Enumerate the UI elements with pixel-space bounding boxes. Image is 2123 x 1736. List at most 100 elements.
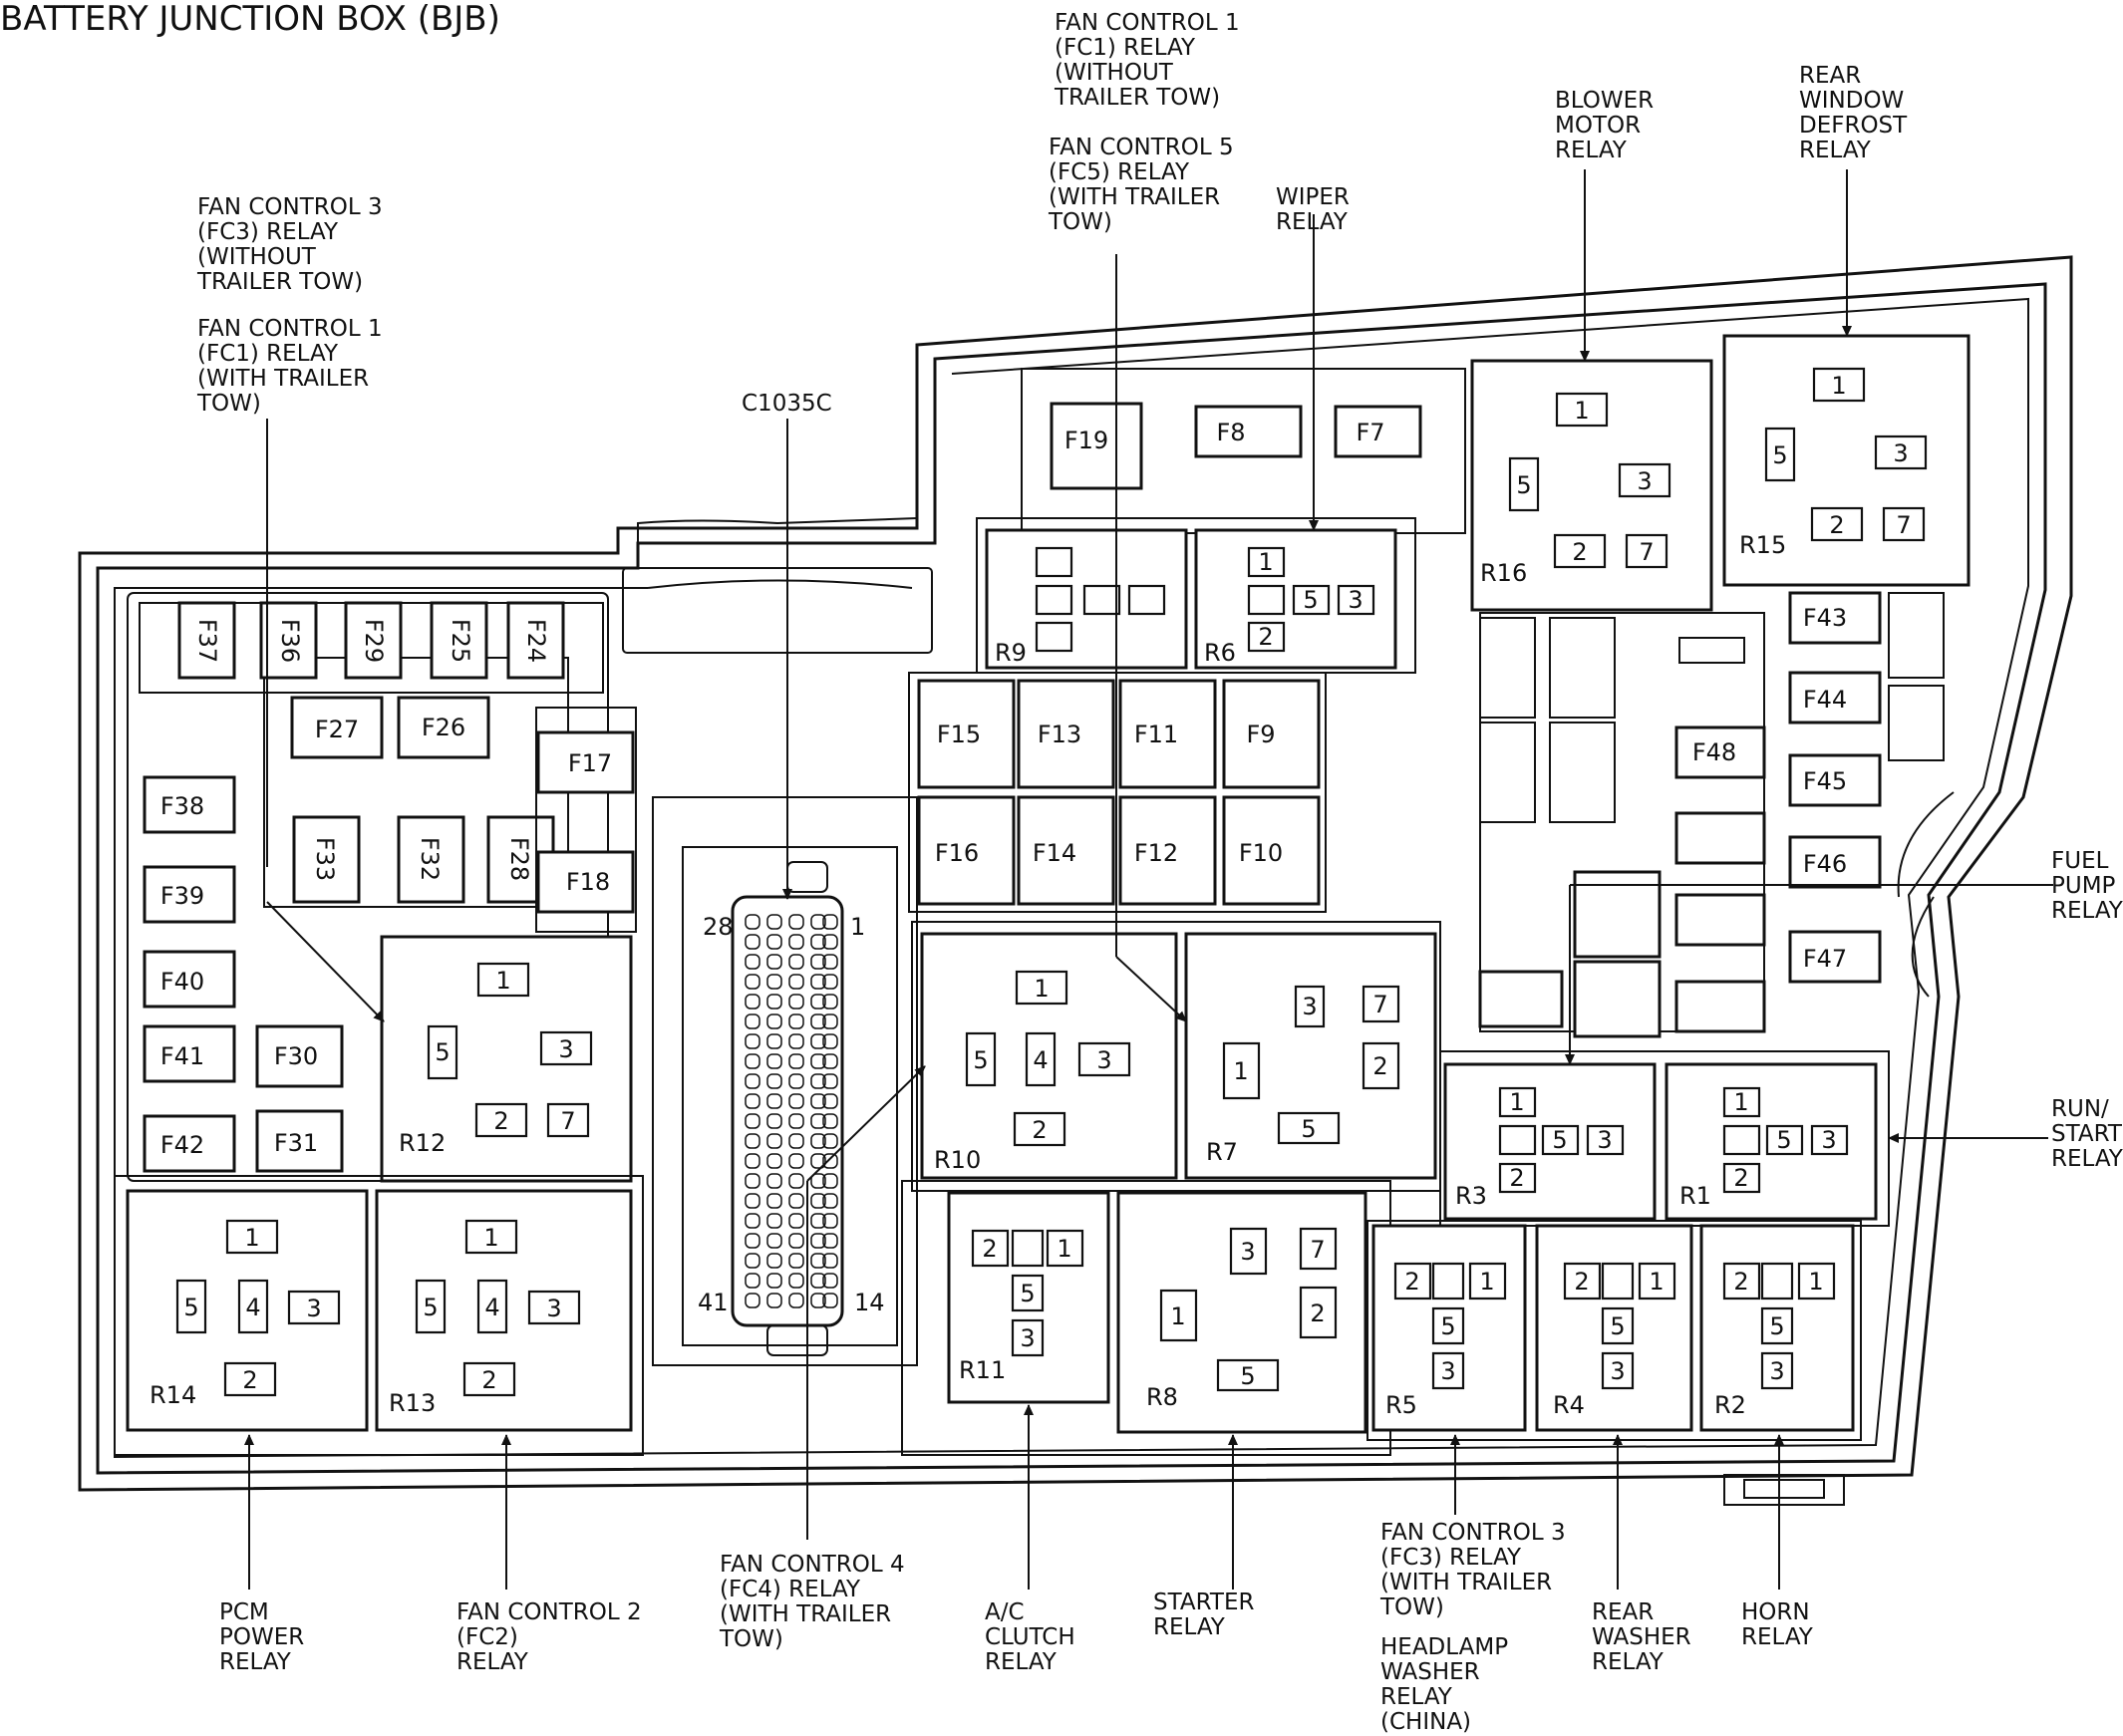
svg-text:RELAY: RELAY <box>1380 1684 1453 1710</box>
connector-pin-cavity <box>745 1173 760 1189</box>
svg-text:RELAY: RELAY <box>1555 138 1628 163</box>
svg-text:(WITHOUT: (WITHOUT <box>197 244 317 270</box>
connector-pin-cavity <box>788 1013 804 1029</box>
svg-text:RELAY: RELAY <box>1592 1649 1665 1675</box>
connector-pin-cavity <box>745 994 760 1010</box>
fuse-F24: F29 <box>344 601 403 680</box>
svg-text:F17: F17 <box>568 749 612 777</box>
fuse-F33: F39 <box>143 865 236 924</box>
svg-text:FUEL: FUEL <box>2051 848 2109 874</box>
connector-pin-cavity <box>766 1133 782 1149</box>
connector-pin-cavity <box>788 1133 804 1149</box>
fuse-F32: F38 <box>143 775 236 834</box>
fuse-F7: F7 <box>1334 405 1422 458</box>
svg-text:BLOWER: BLOWER <box>1555 88 1654 114</box>
svg-text:2: 2 <box>1404 1268 1419 1296</box>
svg-text:(WITH TRAILER: (WITH TRAILER <box>1380 1570 1552 1595</box>
svg-text:RELAY: RELAY <box>456 1649 529 1675</box>
fuse-F27: F33 <box>292 815 361 904</box>
svg-text:F36: F36 <box>276 619 304 663</box>
connector-pin-cavity <box>822 1053 838 1069</box>
svg-text:1: 1 <box>1479 1268 1494 1296</box>
center-fuse-grid: F15 F13 F11 F9 F16 F14 F12 F10 <box>908 672 1327 913</box>
svg-text:5: 5 <box>1516 471 1531 499</box>
svg-text:3: 3 <box>1440 1357 1455 1385</box>
connector-pin-cavity <box>810 1113 826 1129</box>
svg-text:1: 1 <box>1258 548 1273 576</box>
callout-ac-clutch-relay: A/C CLUTCH RELAY <box>985 1599 1075 1675</box>
fuse-F26: F32 <box>397 815 465 904</box>
svg-text:F42: F42 <box>160 1131 204 1159</box>
fuse-F13: F13 <box>1017 679 1115 789</box>
fuse-F47 <box>1573 960 1662 1038</box>
svg-text:41: 41 <box>698 1289 729 1316</box>
connector-pin-cavity <box>745 1013 760 1029</box>
svg-text:4: 4 <box>245 1294 260 1321</box>
callout-wiper-relay: WIPER RELAY <box>1276 184 1350 235</box>
svg-text:5: 5 <box>973 1046 988 1074</box>
svg-text:PCM: PCM <box>219 1599 269 1625</box>
fuse-F9: F9 <box>1222 679 1321 789</box>
svg-text:F12: F12 <box>1134 839 1178 867</box>
svg-text:7: 7 <box>1896 511 1911 539</box>
svg-text:F40: F40 <box>160 968 204 996</box>
connector-C1035C: 28 1 41 14 <box>652 796 918 1366</box>
svg-text:2: 2 <box>982 1235 997 1263</box>
fuse-F34: F40 <box>143 950 236 1009</box>
svg-text:1: 1 <box>1170 1302 1185 1330</box>
fuse-F40: F46 <box>1788 835 1882 889</box>
connector-pin-cavity <box>788 1153 804 1169</box>
svg-text:FAN CONTROL 3: FAN CONTROL 3 <box>1380 1520 1566 1546</box>
connector-pin-cavity <box>788 934 804 950</box>
connector-pin-cavity <box>810 1093 826 1109</box>
connector-pin-cavity <box>766 1093 782 1109</box>
connector-pin-cavity <box>822 1013 838 1029</box>
svg-text:(FC3) RELAY: (FC3) RELAY <box>197 219 339 245</box>
connector-pin-cavity <box>766 1033 782 1049</box>
svg-text:F38: F38 <box>160 792 204 820</box>
svg-text:2: 2 <box>1258 623 1273 651</box>
svg-text:3: 3 <box>1096 1046 1111 1074</box>
svg-text:4: 4 <box>1033 1046 1048 1074</box>
fuse-F28: F30 <box>255 1024 344 1088</box>
connector-pin-cavity <box>788 1173 804 1189</box>
svg-text:1: 1 <box>850 913 865 941</box>
connector-pin-cavity <box>810 1213 826 1229</box>
svg-text:R12: R12 <box>399 1129 446 1157</box>
fuse-F30: F36 <box>259 601 318 680</box>
connector-pin-cavity <box>810 974 826 990</box>
connector-pin-cavity <box>745 934 760 950</box>
svg-text:RELAY: RELAY <box>2051 898 2123 924</box>
callout-fuel-pump-relay: FUEL PUMP RELAY <box>2051 848 2123 924</box>
connector-pin-cavity <box>822 1073 838 1089</box>
fuse-F12: F12 <box>1118 795 1217 906</box>
svg-text:FAN CONTROL 1: FAN CONTROL 1 <box>197 316 383 342</box>
fuse-F48 <box>1478 970 1564 1028</box>
svg-text:(WITHOUT: (WITHOUT <box>1055 60 1174 86</box>
relay-R13: 1 5 4 3 2 R13 <box>375 1189 633 1432</box>
svg-text:F13: F13 <box>1038 721 1081 748</box>
svg-text:R5: R5 <box>1385 1391 1417 1419</box>
svg-text:R13: R13 <box>389 1389 436 1417</box>
connector-pin-cavity <box>745 1053 760 1069</box>
svg-text:WASHER: WASHER <box>1592 1624 1691 1650</box>
svg-text:R16: R16 <box>1480 559 1527 587</box>
svg-text:5: 5 <box>1610 1312 1625 1340</box>
connector-pin-cavity <box>745 1153 760 1169</box>
callout-rear-washer-relay: REAR WASHER RELAY <box>1592 1599 1691 1675</box>
svg-text:R1: R1 <box>1679 1182 1711 1210</box>
relay-R15: 1 5 3 2 7 R15 <box>1722 334 1971 587</box>
connector-pin-cavity <box>810 1033 826 1049</box>
relay-R16: 1 5 3 2 7 R16 <box>1470 359 1713 612</box>
svg-text:F15: F15 <box>937 721 981 748</box>
callout-fc3-headlamp-washer-relay: FAN CONTROL 3 (FC3) RELAY (WITH TRAILER … <box>1379 1520 1566 1735</box>
fuse-F11: F11 <box>1118 679 1217 789</box>
connector-pin-cavity <box>745 1113 760 1129</box>
svg-text:(FC1) RELAY: (FC1) RELAY <box>197 341 339 367</box>
svg-text:3: 3 <box>1821 1126 1836 1154</box>
svg-text:2: 2 <box>1733 1164 1748 1192</box>
svg-text:3: 3 <box>1769 1357 1784 1385</box>
connector-pin-cavity <box>745 1093 760 1109</box>
svg-text:2: 2 <box>493 1107 508 1135</box>
